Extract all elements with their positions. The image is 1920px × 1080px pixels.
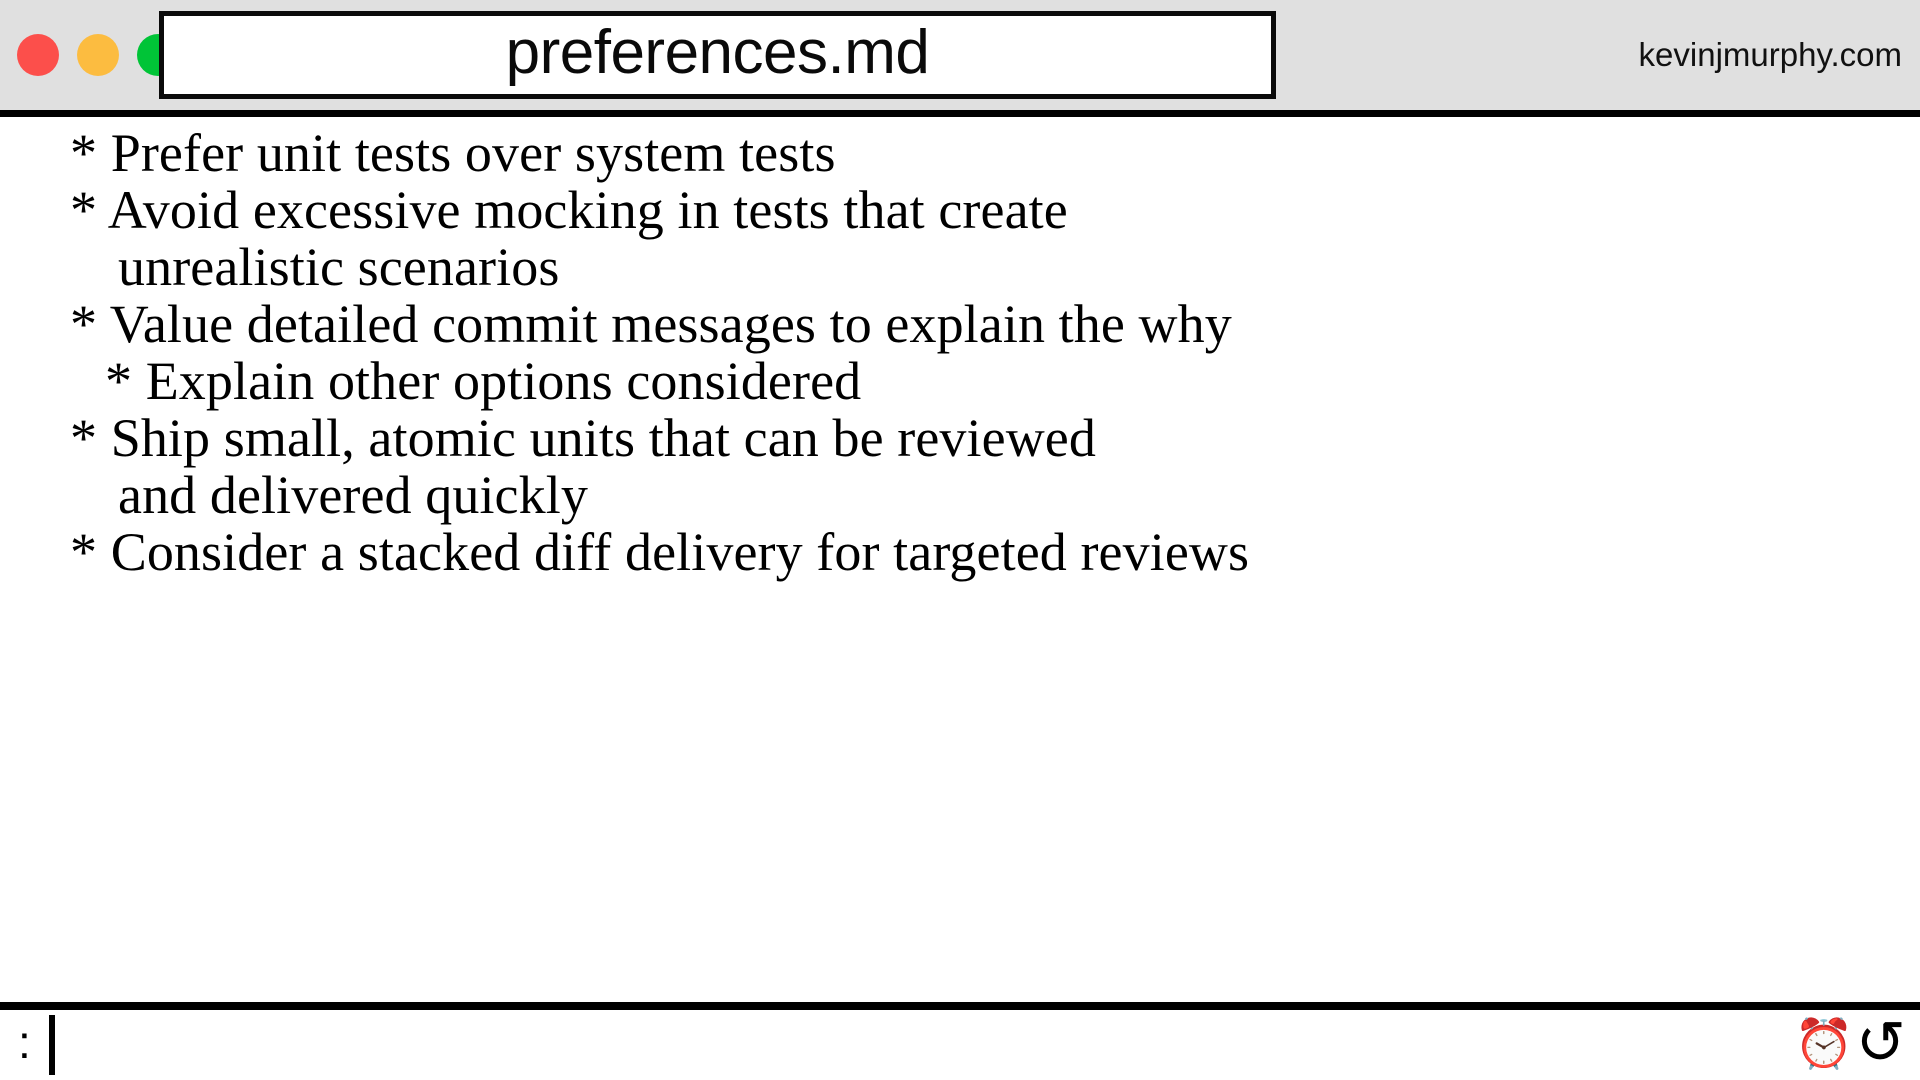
document-lines: * Prefer unit tests over system tests * … — [0, 125, 1920, 581]
command-prompt-symbol: : — [18, 1016, 31, 1068]
document-line: * Avoid excessive mocking in tests that … — [70, 180, 1068, 240]
page-title: preferences.md — [505, 18, 930, 87]
document-line: unrealistic scenarios — [118, 237, 560, 297]
document-line: * Explain other options considered — [105, 351, 862, 411]
window-controls — [0, 34, 179, 76]
document-line: * Consider a stacked diff delivery for t… — [70, 522, 1250, 582]
title-bar: preferences.md kevinjmurphy.com — [0, 0, 1920, 117]
document-line: * Ship small, atomic units that can be r… — [70, 408, 1096, 468]
command-line-cursor[interactable] — [48, 1015, 55, 1075]
document-line: * Prefer unit tests over system tests — [70, 123, 836, 183]
document-body[interactable]: * Prefer unit tests over system tests * … — [0, 117, 1920, 1002]
site-watermark: kevinjmurphy.com — [1638, 36, 1902, 73]
document-line: * Value detailed commit messages to expl… — [70, 294, 1232, 354]
minimize-window-button[interactable] — [77, 34, 119, 76]
document-line: and delivered quickly — [118, 465, 588, 525]
close-window-button[interactable] — [17, 34, 59, 76]
filename-field[interactable]: preferences.md — [159, 11, 1276, 99]
reload-counterclockwise-icon[interactable]: ↺ — [1855, 1008, 1906, 1078]
status-bar: : ⏰ ↺ — [0, 1002, 1920, 1080]
status-bar-icons: ⏰ ↺ — [1793, 1008, 1906, 1078]
alarm-clock-icon[interactable]: ⏰ — [1793, 1018, 1854, 1071]
